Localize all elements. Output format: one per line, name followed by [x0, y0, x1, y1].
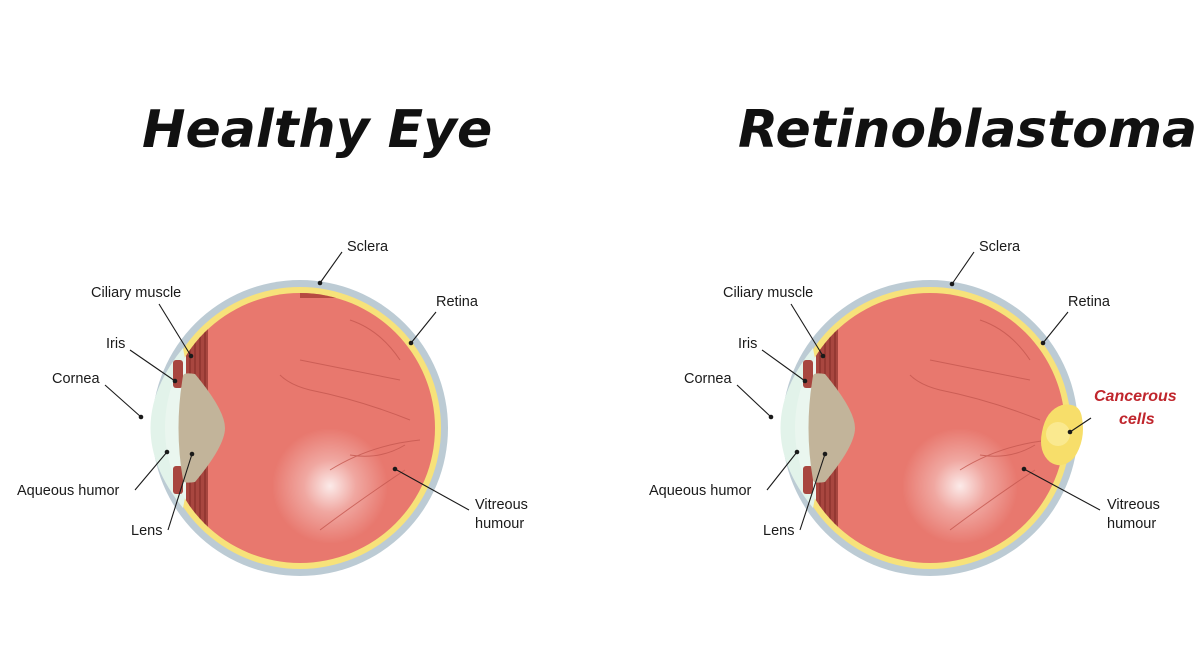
healthy-eye-diagram: Sclera Retina Ciliary muscle Iris Cornea… [17, 239, 528, 576]
label-vitreous-line2: humour [475, 516, 524, 532]
retinoblastoma-eye-diagram: Sclera Retina Ciliary muscle Iris Cornea… [649, 239, 1177, 576]
pointers [104, 251, 470, 531]
label-iris: Iris [738, 336, 757, 352]
label-sclera: Sclera [347, 239, 389, 255]
vessels [909, 319, 1051, 531]
label-retina: Retina [1068, 294, 1111, 310]
iris-bottom-shape [173, 466, 183, 494]
label-cornea: Cornea [52, 371, 100, 387]
iris-top-shape [173, 360, 183, 388]
lens-shape [178, 373, 225, 483]
label-retina: Retina [436, 294, 479, 310]
label-ciliary-muscle: Ciliary muscle [91, 285, 181, 301]
retinoblastoma-title: Retinoblastoma [738, 100, 1198, 160]
label-vitreous-line2: humour [1107, 516, 1156, 532]
label-iris: Iris [106, 336, 125, 352]
lens-shape [808, 373, 855, 483]
label-ciliary-muscle: Ciliary muscle [723, 285, 813, 301]
light-reflex [902, 428, 1018, 544]
eyeball [780, 280, 1083, 576]
pointers [736, 251, 1101, 531]
label-vitreous-line1: Vitreous [475, 497, 528, 513]
label-vitreous-line1: Vitreous [1107, 497, 1160, 513]
label-lens: Lens [763, 523, 794, 539]
light-reflex [272, 428, 388, 544]
labels: Sclera Retina Ciliary muscle Iris Cornea… [649, 239, 1177, 539]
healthy-eye-title: Healthy Eye [142, 100, 493, 160]
label-cancerous-line2: cells [1119, 411, 1155, 428]
eyeball [150, 280, 448, 576]
label-aqueous-humor: Aqueous humor [649, 483, 752, 499]
label-lens: Lens [131, 523, 162, 539]
vessels [279, 319, 421, 531]
label-sclera: Sclera [979, 239, 1021, 255]
iris-bottom-shape [803, 466, 813, 494]
labels: Sclera Retina Ciliary muscle Iris Cornea… [17, 239, 528, 539]
label-cornea: Cornea [684, 371, 732, 387]
label-cancerous-line1: Cancerous [1094, 388, 1177, 405]
tumor-highlight [1046, 422, 1070, 446]
label-aqueous-humor: Aqueous humor [17, 483, 120, 499]
iris-top-shape [803, 360, 813, 388]
